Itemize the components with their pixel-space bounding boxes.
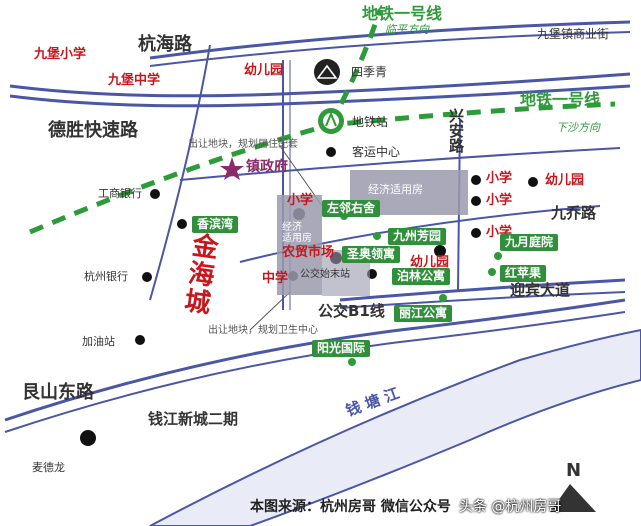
estate-zuolinyoushe: 左邻右舍 xyxy=(322,200,381,218)
poi-zhenzhengfu: 镇政府 xyxy=(246,159,288,175)
dot-right-3 xyxy=(471,228,481,238)
zone-residential xyxy=(277,195,322,295)
metro-station-label: 地铁站 xyxy=(352,115,389,129)
road-genshan xyxy=(4,298,626,422)
primary-r1: 小学 xyxy=(486,171,513,186)
road-label-yingbin: 迎宾大道 xyxy=(510,281,571,299)
poi-jiubao-biz: 九堡镇商业街 xyxy=(537,27,610,41)
kindergarten-1: 幼儿园 xyxy=(244,63,284,78)
metro-dir-top: 临平方向 xyxy=(385,23,429,36)
north-arrow: N xyxy=(550,460,596,512)
poi-keyun: 客运中心 xyxy=(352,145,401,159)
poi-bus-start: 公交始末站 xyxy=(300,269,350,280)
dot-kindergarten-2 xyxy=(434,245,446,257)
north-label: N xyxy=(566,460,582,481)
north-arrow-icon xyxy=(550,484,596,512)
road-label-genshan: 艮山东路 xyxy=(22,382,94,403)
market: 农贸市场 xyxy=(282,245,335,260)
dot-right-4 xyxy=(528,177,538,187)
estate-jiuzhoufangyuan: 九州芳园 xyxy=(388,228,447,246)
dot-hangzhou-bank xyxy=(142,272,152,282)
dot-gongshang xyxy=(150,189,160,199)
note-land-1: 出让地块，规划居住配套 xyxy=(188,139,298,150)
poi-siji: 四季青 xyxy=(351,65,388,79)
dot-liling xyxy=(439,294,447,302)
road-label-xingan: 兴安路 xyxy=(447,108,465,153)
dot-keyun xyxy=(326,147,336,157)
dot-xiangbin xyxy=(177,219,187,229)
road-label-bus-b1: 公交B1线 xyxy=(318,302,385,320)
road-label-desheng: 德胜快速路 xyxy=(48,120,138,141)
dot-jiuyue xyxy=(494,252,502,260)
estate-jiuyuetingyuan: 九月庭院 xyxy=(500,234,559,252)
estate-xiangbinwan: 香滨湾 xyxy=(192,216,239,234)
poi-jingji-small: 经济 适用房 xyxy=(282,222,312,244)
primary-r2: 小学 xyxy=(486,193,513,208)
estate-hongpingguo: 红苹果 xyxy=(500,265,547,283)
hanger-icon xyxy=(314,59,340,85)
middle-1: 中学 xyxy=(262,271,289,286)
primary-1: 小学 xyxy=(287,193,314,208)
road-west-vertical xyxy=(149,44,211,301)
road-desheng xyxy=(9,72,631,98)
kindergarten-2: 幼儿园 xyxy=(410,255,450,270)
poi-maidelong: 麦德龙 xyxy=(32,461,65,474)
road-yingbin xyxy=(339,278,626,302)
dot-yangguang xyxy=(348,358,356,366)
estate-yangguangguoji: 阳光国际 xyxy=(312,340,371,358)
poi-jingji: 经济适用房 xyxy=(368,183,423,196)
poi-jiayou: 加油站 xyxy=(82,335,115,348)
poi-gongshang: 工商银行 xyxy=(98,187,142,200)
estate-lilinggongyu: 丽江公寓 xyxy=(394,305,453,323)
credit-line: 本图来源：杭州房哥 微信公众号头条 @杭州房哥 xyxy=(250,496,561,516)
watermark: 头条 @杭州房哥 xyxy=(458,499,562,515)
dot-maidelong xyxy=(80,430,96,446)
star-icon xyxy=(220,157,244,180)
road-middle-horizontal xyxy=(179,147,621,181)
school-jiubao-primary: 九堡小学 xyxy=(34,47,87,62)
dot-right-2 xyxy=(471,196,481,206)
school-jiubao-middle: 九堡中学 xyxy=(108,73,161,88)
poi-hangzhou-bank: 杭州银行 xyxy=(84,270,128,283)
dot-jiayou xyxy=(135,335,145,345)
metro-dir-right: 下沙方向 xyxy=(556,121,600,134)
road-label-qianjiang: 钱江新城二期 xyxy=(148,410,239,428)
credit-text: 本图来源：杭州房哥 微信公众号 xyxy=(250,499,451,515)
kindergarten-r: 幼儿园 xyxy=(545,173,585,188)
dot-right-1 xyxy=(471,175,481,185)
road-label-jiuqiao: 九乔路 xyxy=(551,204,597,222)
road-label-hanghai: 杭海路 xyxy=(138,34,192,55)
estate-shengaolingyu: 圣奥领寓 xyxy=(342,246,401,264)
metro-station-icon xyxy=(318,108,344,134)
dot-jiuzhou xyxy=(373,232,381,240)
note-land-2: 出让地块，规划卫生中心 xyxy=(208,325,318,336)
estate-bolingongyu: 泊林公寓 xyxy=(392,268,451,286)
dot-hongpingguo xyxy=(488,268,496,276)
metro-label-right: 地铁一号线 xyxy=(520,90,601,109)
metro-label-top: 地铁一号线 xyxy=(362,4,443,23)
